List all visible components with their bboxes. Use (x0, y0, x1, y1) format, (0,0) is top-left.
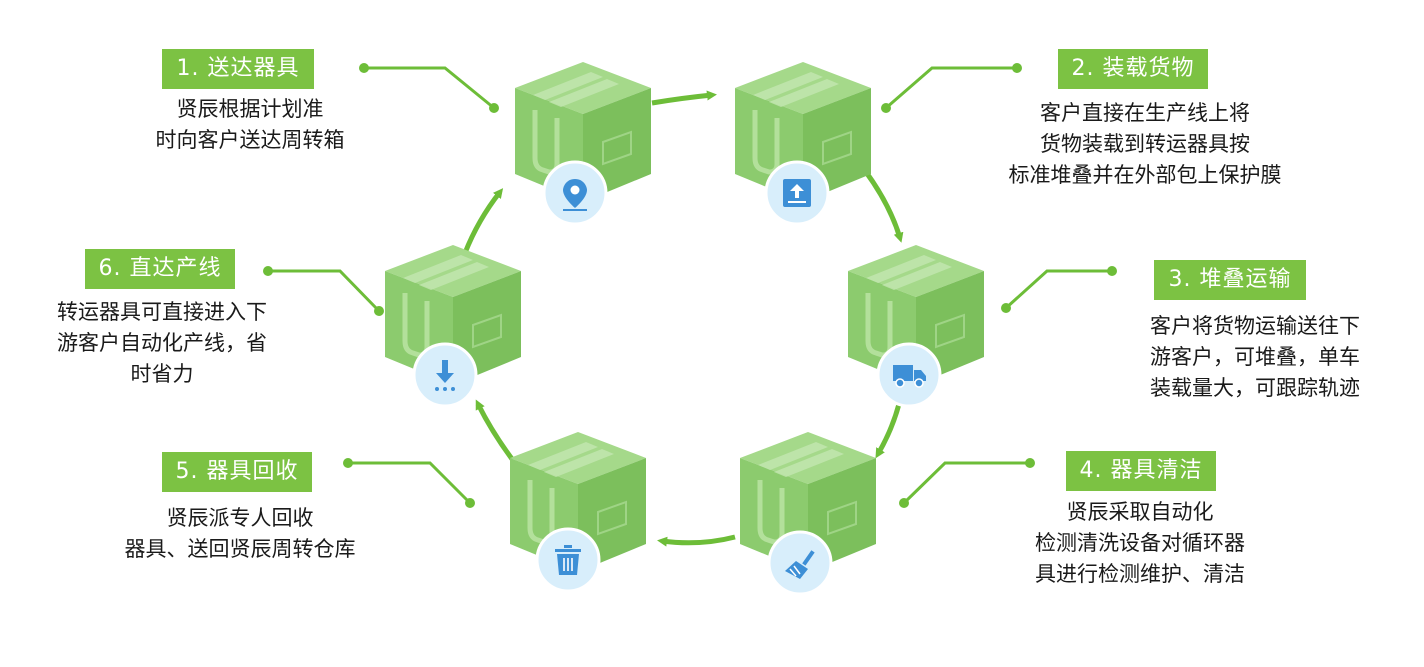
step-6-icon-badge (412, 342, 478, 408)
cycle-arrow-4-5 (657, 534, 736, 547)
step-4-desc: 贤辰采取自动化 检测清洗设备对循环器 具进行检测维护、清洁 (1035, 500, 1245, 586)
step-3-icon-badge (876, 342, 942, 408)
step-4-icon-badge (767, 530, 833, 596)
step-2-label: 2. 装载货物 (1058, 49, 1208, 89)
step-6-desc: 转运器具可直接进入下 游客户自动化产线，省 时省力 (57, 300, 267, 386)
leader-dot-2b (881, 103, 891, 113)
crate-box-4 (740, 432, 876, 572)
cycle-arrow-5-6 (475, 399, 515, 461)
step-5-label: 5. 器具回收 (162, 452, 312, 492)
leader-line-3 (1004, 269, 1112, 310)
step-2-icon-badge (764, 160, 830, 226)
leader-dot-1a (359, 63, 369, 73)
cycle-arrow-1-2 (651, 90, 717, 106)
leader-dot-3b (1001, 303, 1011, 313)
leader-dot-4a (1025, 458, 1035, 468)
step-1-desc: 贤辰根据计划准 时向客户送达周转箱 (155, 97, 345, 152)
leader-dot-5a (343, 458, 353, 468)
location-pin-icon (563, 179, 587, 211)
leader-line-1 (364, 66, 495, 110)
truck-icon (893, 365, 926, 388)
leader-line-4 (902, 461, 1030, 505)
leader-dot-6a (263, 266, 273, 276)
step-5-desc: 贤辰派专人回收 器具、送回贤辰周转仓库 (124, 506, 356, 561)
leader-dot-5b (465, 498, 475, 508)
upload-box-icon (783, 179, 811, 207)
leader-line-2 (885, 66, 1017, 110)
leader-dot-2a (1012, 63, 1022, 73)
step-3-label: 3. 堆叠运输 (1154, 260, 1306, 300)
leader-line-6 (268, 269, 381, 313)
trash-icon (555, 545, 581, 575)
leader-dot-6b (374, 306, 384, 316)
step-1-icon-badge (542, 160, 608, 226)
step-6-label: 6. 直达产线 (85, 249, 235, 289)
leader-dot-3a (1107, 266, 1117, 276)
step-1-label: 1. 送达器具 (162, 49, 314, 89)
crate-box-6 (385, 245, 521, 385)
leader-line-5 (348, 461, 472, 505)
broom-icon (785, 550, 815, 579)
leader-dot-1b (489, 103, 499, 113)
step-3-desc: 客户将货物运输送往下 游客户，可堆叠，单车 装载量大，可跟踪轨迹 (1150, 314, 1360, 400)
step-5-icon-badge (535, 527, 601, 593)
download-icon (435, 360, 455, 391)
cycle-arrow-3-4 (875, 403, 902, 459)
step-2-desc: 客户直接在生产线上将 货物装载到转运器具按 标准堆叠并在外部包上保护膜 (1008, 101, 1282, 187)
crate-box-3 (848, 245, 984, 385)
cycle-arrow-2-3 (863, 170, 904, 243)
cycle-arrow-6-1 (462, 188, 504, 254)
step-4-label: 4. 器具清洁 (1066, 451, 1216, 491)
leader-dot-4b (899, 498, 909, 508)
